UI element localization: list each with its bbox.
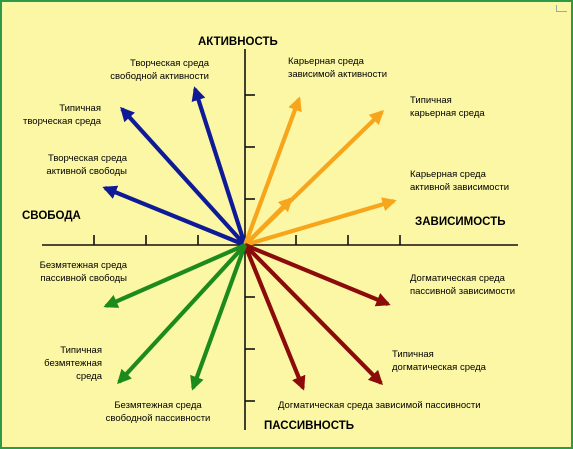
label-creative-active-freedom: Творческая среда активной свободы	[46, 152, 127, 178]
vector-careless-passive-freedom	[103, 243, 246, 308]
label-creative-free-activity: Творческая среда свободной активности	[110, 57, 209, 83]
label-careless-free-passivity: Безмятежная среда свободной пассивности	[84, 399, 232, 425]
label-dogmatic-passive-dependence: Догматическая среда пассивной зависимост…	[410, 272, 515, 298]
label-line: зависимой активности	[288, 69, 387, 80]
label-typical-dogmatic: Типичная догматическая среда	[392, 348, 486, 374]
label-line: карьерная среда	[410, 108, 485, 119]
label-careless-passive-freedom: Безмятежная среда пассивной свободы	[40, 259, 127, 285]
vector-career-short	[243, 196, 294, 247]
label-line: свободной активности	[110, 71, 209, 82]
label-line: Карьерная среда	[410, 169, 486, 180]
label-line: активной свободы	[46, 166, 127, 177]
vector-typical-dogmatic	[243, 243, 384, 386]
label-line: Догматическая среда	[410, 273, 505, 284]
label-line: творческая среда	[23, 116, 101, 127]
label-line: активной зависимости	[410, 182, 509, 193]
label-typical-career: Типичная карьерная среда	[410, 94, 485, 120]
axis-title-dependence: ЗАВИСИМОСТЬ	[415, 216, 506, 228]
vector-typical-creative	[120, 106, 247, 247]
label-typical-creative: Типичная творческая среда	[23, 102, 101, 128]
vector-careless-free-passivity	[190, 244, 247, 391]
label-line: Типичная	[392, 349, 434, 360]
label-line: Безмятежная среда	[114, 400, 202, 411]
label-line: свободной пассивности	[105, 413, 211, 424]
label-line: безмятежная	[44, 358, 102, 369]
axis-title-activity: АКТИВНОСТЬ	[198, 36, 278, 48]
corner-mark	[556, 5, 567, 12]
label-line: Типичная	[59, 103, 101, 114]
vector-career-dependent-activity	[243, 96, 302, 246]
label-line: среда	[76, 371, 102, 382]
label-line: Карьерная среда	[288, 56, 364, 67]
vector-creative-free-activity	[191, 86, 247, 246]
label-line: Типичная	[410, 95, 452, 106]
label-typical-careless: Типичная безмятежная среда	[44, 344, 102, 383]
label-line: Догматическая среда зависимой пассивност…	[278, 400, 481, 411]
axis-title-freedom: СВОБОДА	[22, 210, 81, 222]
vector-dogmatic-passive-dependence	[244, 243, 391, 307]
vector-creative-active-freedom	[102, 185, 246, 247]
label-line: Творческая среда	[47, 153, 127, 164]
label-line: догматическая среда	[392, 362, 486, 373]
label-line: пассивной зависимости	[410, 286, 516, 297]
axis-title-passivity: ПАССИВНОСТЬ	[264, 420, 355, 432]
vector-typical-careless	[117, 243, 247, 385]
label-career-active-dependence: Карьерная среда активной зависимости	[410, 168, 509, 194]
label-line: Безмятежная среда	[39, 260, 127, 271]
label-line: Творческая среда	[129, 58, 209, 69]
label-career-dependent-activity: Карьерная среда зависимой активности	[288, 55, 387, 81]
vector-dogmatic-dependent-passivity	[243, 244, 306, 391]
label-line: Типичная	[60, 345, 102, 356]
vector-career-active-dependence	[244, 197, 397, 248]
label-dogmatic-dependent-passivity: Догматическая среда зависимой пассивност…	[278, 399, 481, 412]
label-line: пассивной свободы	[40, 273, 127, 284]
